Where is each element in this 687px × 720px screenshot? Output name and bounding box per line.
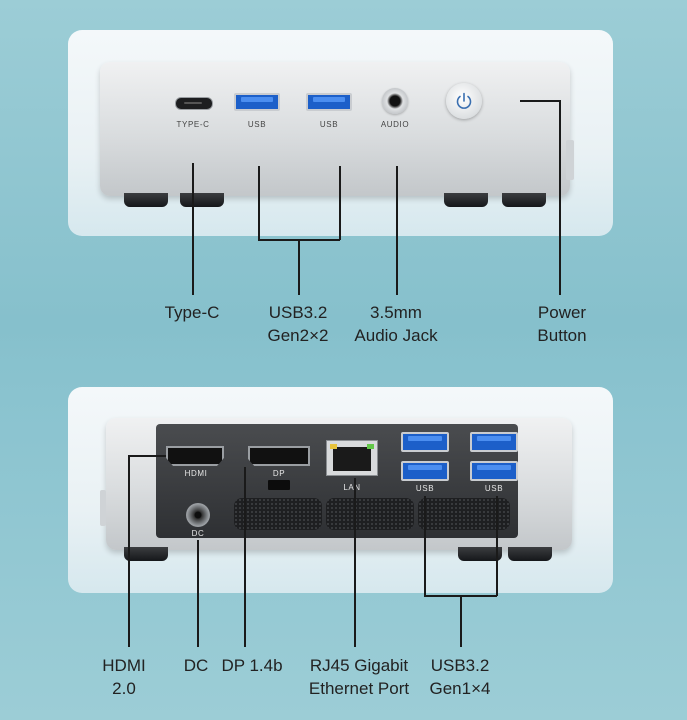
- caption-usb-gen2: USB3.2 Gen2×2: [248, 301, 348, 347]
- leader-line: [354, 478, 356, 647]
- audio-jack: [382, 88, 408, 114]
- device-foot: [180, 193, 224, 207]
- dc-jack: [186, 503, 210, 527]
- leader-line: [559, 100, 561, 295]
- caption-audio-line1: 3.5mm: [370, 303, 422, 322]
- caption-hdmi-line2: 2.0: [112, 679, 136, 698]
- leader-line: [424, 496, 426, 596]
- lan-port-label: LAN: [343, 483, 361, 492]
- leader-line: [128, 455, 130, 647]
- usb-port-label: USB: [247, 120, 267, 129]
- caption-power-button: Power Button: [512, 301, 612, 347]
- device-foot: [124, 547, 168, 561]
- caption-rj45-line1: RJ45 Gigabit: [309, 656, 409, 675]
- leader-line: [496, 496, 498, 596]
- vent-grille: [418, 498, 510, 530]
- caption-usb-gen2-line2: Gen2×2: [267, 326, 329, 345]
- vent-grille: [234, 498, 322, 530]
- rj45-port: [326, 440, 378, 476]
- caption-rj45-line2: Ethernet Port: [308, 679, 410, 698]
- leader-line: [197, 540, 199, 647]
- usb-port: [401, 461, 449, 481]
- hdmi-port-label: HDMI: [184, 469, 208, 478]
- leader-line: [244, 467, 246, 647]
- usb-port-label: USB: [319, 120, 339, 129]
- caption-type-c: Type-C: [164, 303, 220, 322]
- caption-power-line2: Button: [537, 326, 587, 345]
- power-button: [446, 83, 482, 119]
- caption-rj45: RJ45 Gigabit Ethernet Port: [294, 654, 424, 700]
- usb-port: [470, 461, 518, 481]
- dc-port-label: DC: [191, 529, 205, 538]
- leader-line: [396, 166, 398, 295]
- leader-line: [258, 166, 260, 240]
- leader-line: [128, 455, 166, 457]
- type-c-port: [175, 97, 213, 110]
- leader-line: [460, 595, 462, 647]
- usb-port-label: USB: [415, 484, 435, 493]
- caption-dc: DC: [183, 656, 209, 675]
- audio-port-label: AUDIO: [380, 120, 410, 129]
- device-foot: [444, 193, 488, 207]
- caption-power-line1: Power: [537, 303, 587, 322]
- mini-pc-front: [100, 62, 570, 196]
- device-side-edge: [566, 140, 574, 180]
- caption-hdmi: HDMI 2.0: [84, 654, 164, 700]
- dp-clip: [268, 480, 290, 490]
- usb-port: [401, 432, 449, 452]
- vent-grille: [326, 498, 414, 530]
- caption-audio-jack: 3.5mm Audio Jack: [341, 301, 451, 347]
- leader-line: [192, 163, 194, 295]
- dp-port-label: DP: [272, 469, 286, 478]
- usb-port: [234, 93, 280, 111]
- type-c-port-label: TYPE-C: [176, 120, 210, 129]
- caption-usb-gen1: USB3.2 Gen1×4: [420, 654, 500, 700]
- leader-line: [339, 166, 341, 240]
- caption-usb-gen1-line2: Gen1×4: [429, 679, 491, 698]
- device-foot: [458, 547, 502, 561]
- caption-hdmi-line1: HDMI: [102, 656, 146, 675]
- caption-audio-line2: Audio Jack: [354, 326, 438, 345]
- caption-usb-gen1-line1: USB3.2: [430, 656, 490, 675]
- power-icon: [456, 92, 472, 109]
- leader-line: [520, 100, 560, 102]
- hdmi-port: [166, 446, 224, 466]
- caption-usb-gen2-line1: USB3.2: [268, 303, 328, 322]
- device-foot: [124, 193, 168, 207]
- usb-port: [470, 432, 518, 452]
- device-foot: [502, 193, 546, 207]
- displayport-port: [248, 446, 310, 466]
- device-side-edge: [100, 490, 106, 526]
- device-foot: [508, 547, 552, 561]
- usb-port: [306, 93, 352, 111]
- leader-line: [298, 239, 300, 295]
- caption-dp: DP 1.4b: [221, 656, 283, 675]
- usb-port-label: USB: [484, 484, 504, 493]
